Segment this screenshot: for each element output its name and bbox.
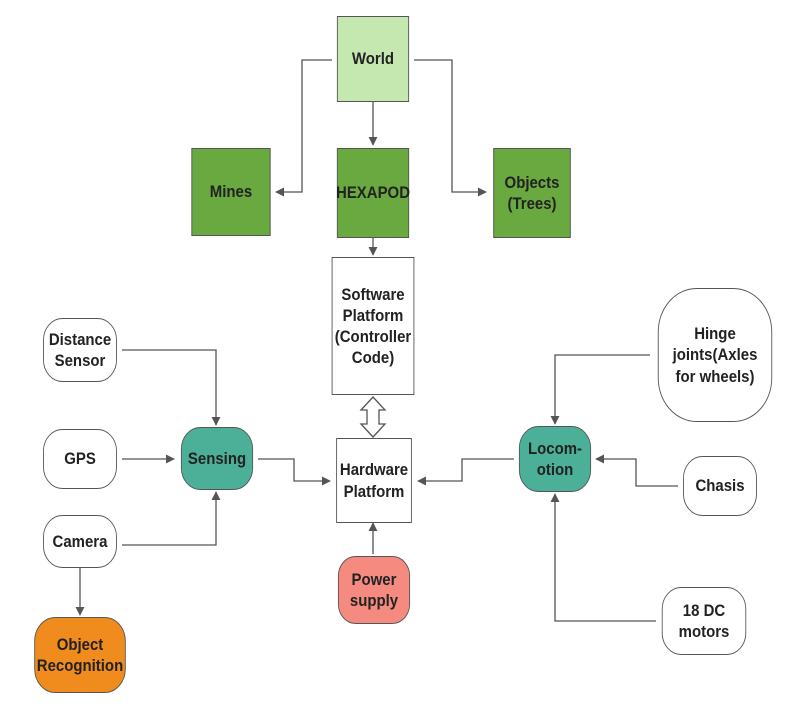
node-world: World: [336, 16, 410, 102]
node-hexapod-label: HEXAPOD: [336, 183, 411, 203]
edge-hinge-locomotion: [550, 354, 650, 425]
node-hardware-platform: Hardware Platform: [336, 438, 412, 523]
node-power-supply: Power supply: [337, 556, 411, 624]
node-sensing-label: Sensing: [187, 448, 247, 468]
bidirectional-arrow-software-hardware: [359, 396, 387, 438]
edge-world-mines: [275, 59, 332, 197]
node-objects-label: Objects (Trees): [504, 172, 560, 213]
node-hardware-label: Hardware Platform: [339, 460, 409, 501]
node-power-label: Power supply: [349, 569, 399, 610]
node-chasis: Chasis: [683, 456, 757, 516]
node-software-platform: Software Platform (Controller Code): [331, 257, 415, 395]
node-world-label: World: [351, 49, 395, 69]
node-distance-label: Distance Sensor: [48, 329, 112, 370]
node-gps: GPS: [43, 429, 117, 489]
node-18-dc-motors: 18 DC motors: [661, 587, 747, 655]
edge-world-objects: [414, 59, 487, 197]
node-objrec-label: Object Recognition: [36, 634, 124, 675]
node-camera: Camera: [43, 515, 117, 568]
edge-sensing-hardware: [258, 458, 331, 486]
edge-motors-locomotion: [550, 493, 656, 622]
node-objects: Objects (Trees): [493, 148, 571, 238]
node-locomotion: Locom-otion: [518, 426, 592, 492]
node-mines-label: Mines: [209, 182, 253, 202]
node-chasis-label: Chasis: [695, 476, 745, 496]
node-sensing: Sensing: [180, 427, 254, 490]
node-motors-label: 18 DC motors: [678, 600, 730, 641]
node-hexapod: HEXAPOD: [336, 148, 411, 238]
node-software-label: Software Platform (Controller Code): [334, 284, 412, 368]
node-camera-label: Camera: [52, 531, 108, 551]
node-mines: Mines: [191, 148, 271, 236]
node-distance-sensor: Distance Sensor: [43, 318, 117, 382]
node-hinge-joints: Hinge joints(Axles for wheels): [657, 288, 773, 422]
edge-camera-sensing: [122, 491, 221, 546]
edge-distance-sensing: [122, 349, 221, 426]
node-gps-label: GPS: [64, 449, 96, 469]
node-hinge-label: Hinge joints(Axles for wheels): [672, 324, 758, 386]
edge-locomotion-hardware: [417, 458, 514, 486]
node-object-recognition: Object Recognition: [34, 617, 126, 693]
edge-chasis-locomotion: [595, 454, 678, 487]
node-locomotion-label: Locom-otion: [527, 438, 583, 479]
